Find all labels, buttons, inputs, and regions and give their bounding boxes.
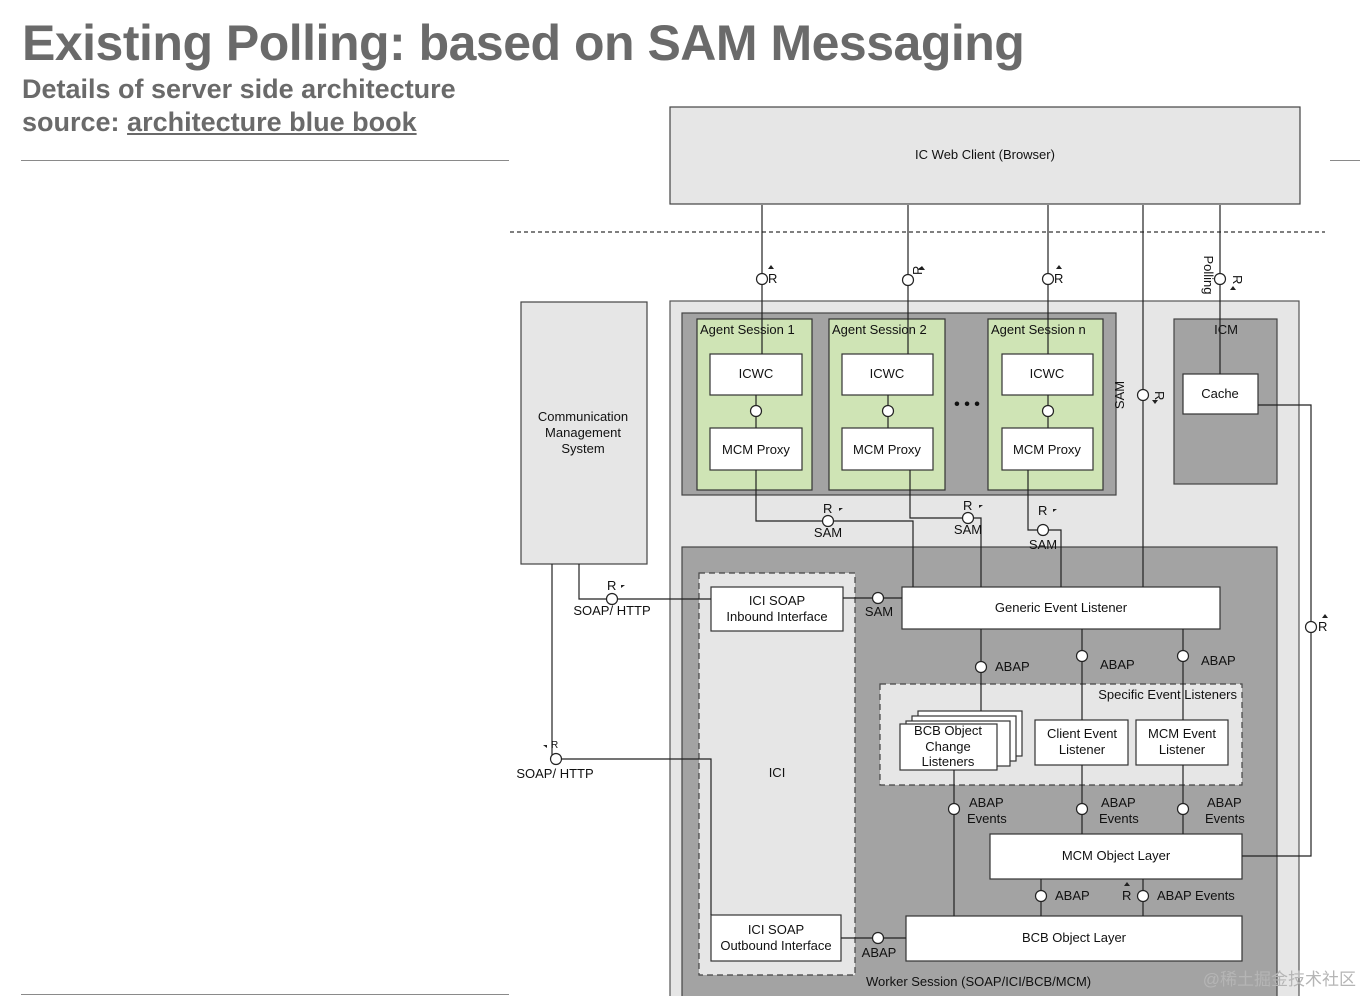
abap-label-2: ABAP [1100,657,1135,672]
abap-events-label-3b: Events [1205,811,1245,826]
browser-box [669,106,1301,205]
client-listener-label-1: Client Event [1047,726,1117,741]
r-label-cms-inbound: R [607,578,616,593]
ici-outbound-label-1: ICI SOAP [748,922,804,937]
slide-subtitle-block: Details of server side architecture sour… [22,73,456,139]
sam-label-sn: SAM [1029,537,1057,552]
slide-subtitle: Details of server side architecture [22,74,456,104]
ici-inbound-label-1: ICI SOAP [749,593,805,608]
ici-inbound-box [710,586,844,632]
icwc-box-n [1001,353,1094,396]
abap-events-label-2a: ABAP [1101,795,1136,810]
mcm-proxy-box-1 [709,427,803,471]
generic-listener-label: Generic Event Listener [995,600,1128,615]
icwc-box-2 [841,353,934,396]
mcm-object-layer-box [989,833,1243,880]
ici-outbound-box [710,914,842,962]
ellipsis-label: • • • [954,396,980,413]
abap-label-mcm-bcb: ABAP [1055,888,1090,903]
r-label-cms-outbound: R [551,740,558,751]
bcb-change-label-1: BCB Object [914,723,982,738]
cms-label-3: System [561,441,604,456]
cms-label-2: Management [545,425,621,440]
abap-events-label-2b: Events [1099,811,1139,826]
ici-label: ICI [769,765,786,780]
mcm-proxy-label-n: MCM Proxy [1013,442,1081,457]
abap-events-label-3a: ABAP [1207,795,1242,810]
agent-session-n-label: Agent Session n [991,322,1086,337]
agent-session-2-label: Agent Session 2 [832,322,927,337]
mcm-proxy-box-2 [841,427,934,471]
r-label-cache-return: R [1318,619,1327,634]
icm-label: ICM [1214,322,1238,337]
watermark: @稀土掘金技术社区 [1202,970,1356,989]
sam-label-vertical: SAM [1112,381,1127,409]
bcb-change-label-3: Listeners [922,754,975,769]
r-label-s1: R [823,501,832,516]
source-link[interactable]: architecture blue book [127,107,417,137]
cms-box [520,301,648,565]
mcm-object-layer-label: MCM Object Layer [1062,848,1171,863]
polling-label: Polling [1201,255,1216,294]
cache-label: Cache [1201,386,1239,401]
abap-events-label-1b: Events [967,811,1007,826]
r-label-s2: R [963,498,972,513]
ici-region [698,572,856,976]
mcm-proxy-box-n [1001,427,1094,471]
r-label-sn: R [1038,503,1047,518]
abap-label-outbound: ABAP [862,945,897,960]
icwc-label-1: ICWC [739,366,774,381]
soap-http-label-inbound: SOAP/ HTTP [573,603,650,618]
r-label-as1: R [768,271,777,286]
specific-listeners-label: Specific Event Listeners [1098,687,1237,702]
agent-session-1-label: Agent Session 1 [700,322,795,337]
sam-label-s2: SAM [954,522,982,537]
top-rule-right [1330,160,1360,161]
abap-events-label-mcm-bcb: ABAP Events [1157,888,1235,903]
cache-box [1182,373,1259,415]
r-label-mcm-bcb: R [1122,888,1131,903]
r-label-asn: R [1054,271,1063,286]
client-listener-label-2: Listener [1059,742,1106,757]
abap-label-1: ABAP [995,659,1030,674]
sam-label-inbound: SAM [865,604,893,619]
client-listener-box [1034,719,1129,766]
icwc-label-n: ICWC [1030,366,1065,381]
ici-outbound-label-2: Outbound Interface [720,938,831,953]
icwc-box-1 [709,353,803,396]
ici-inbound-label-2: Inbound Interface [726,609,827,624]
abap-events-label-1a: ABAP [969,795,1004,810]
slide-source: source: architecture blue book [22,106,456,139]
sam-label-s1: SAM [814,525,842,540]
mcm-proxy-label-1: MCM Proxy [722,442,790,457]
cms-label-1: Communication [538,409,628,424]
icwc-label-2: ICWC [870,366,905,381]
source-prefix: source: [22,107,128,137]
abap-label-3: ABAP [1201,653,1236,668]
r-label-polling: R [1230,275,1245,284]
worker-session-label: Worker Session (SOAP/ICI/BCB/MCM) [866,974,1091,989]
browser-label: IC Web Client (Browser) [915,147,1055,162]
bcb-object-layer-label: BCB Object Layer [1022,930,1127,945]
mcm-listener-label-1: MCM Event [1148,726,1216,741]
direction-arrows [543,265,1328,886]
slide-title: Existing Polling: based on SAM Messaging [22,15,1025,71]
interface-circles [549,272,1318,945]
mcm-listener-box [1135,719,1229,766]
mcm-proxy-label-2: MCM Proxy [853,442,921,457]
top-rule [21,160,509,161]
bcb-change-box [899,723,998,771]
bcb-object-layer-box [905,915,1243,962]
r-label-as2: R [910,266,925,275]
mcm-listener-label-2: Listener [1159,742,1206,757]
r-label-sam-vertical: R [1152,391,1167,400]
bcb-change-label-2: Change [925,739,971,754]
bottom-rule [21,994,509,995]
soap-http-label-outbound: SOAP/ HTTP [516,766,593,781]
